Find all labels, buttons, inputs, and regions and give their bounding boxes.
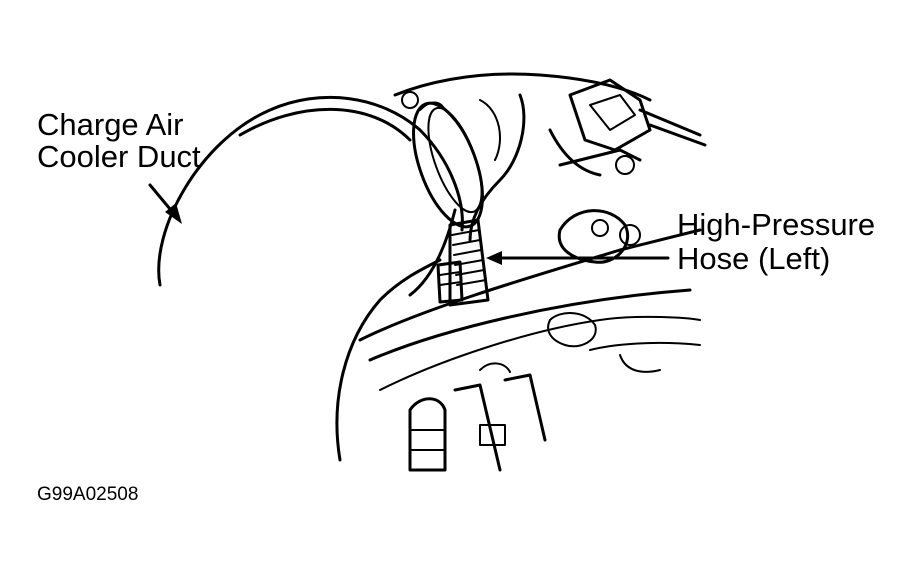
engine-block bbox=[335, 72, 702, 462]
hose-label-line2: Hose (Left) bbox=[677, 241, 831, 276]
high-pressure-hose-left bbox=[436, 218, 490, 307]
leader-arrow-duct bbox=[148, 183, 182, 224]
lower-assembly bbox=[408, 362, 547, 472]
figure-id: G99A02508 bbox=[37, 484, 139, 505]
duct-label-line2: Cooler Duct bbox=[37, 139, 201, 174]
leader-arrow-hose bbox=[486, 251, 670, 265]
sensor-connector bbox=[548, 78, 707, 246]
hose-label-line1: High-Pressure bbox=[677, 207, 876, 242]
duct-label-line1: Charge Air bbox=[37, 107, 184, 142]
